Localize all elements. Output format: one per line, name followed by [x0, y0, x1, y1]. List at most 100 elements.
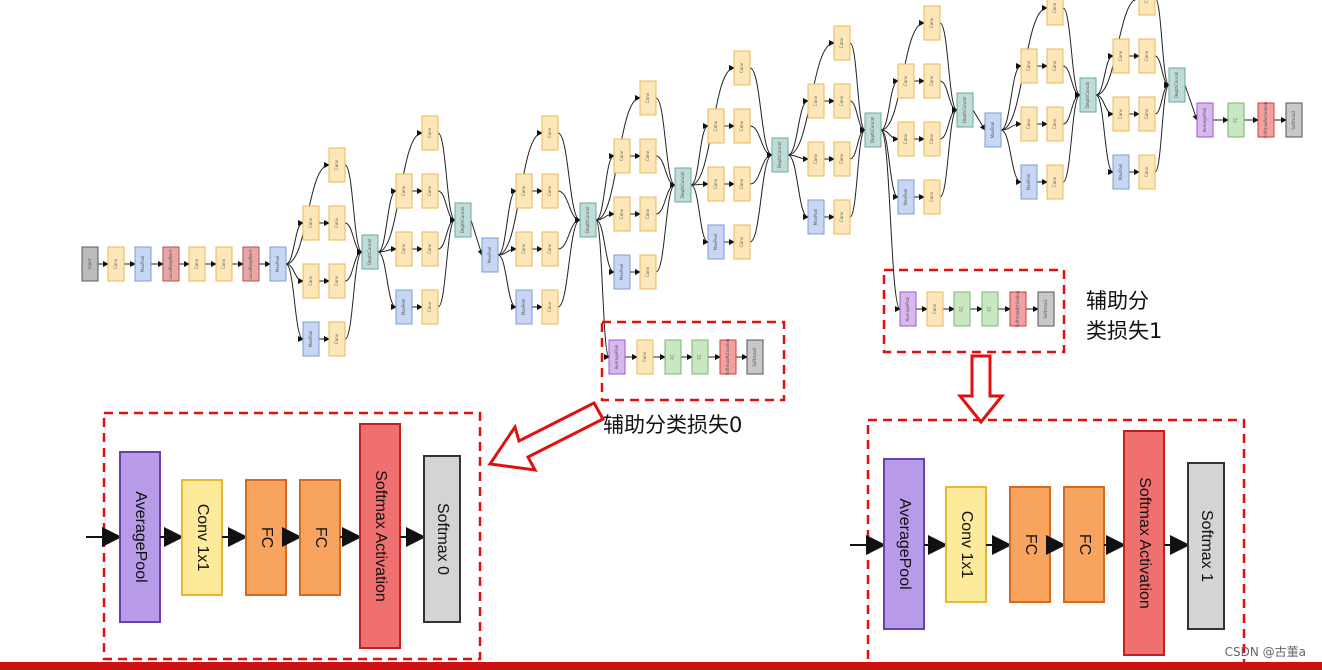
layer-label: DepthConcat [777, 141, 782, 168]
layer-conv: Conv [923, 179, 941, 215]
layer-conv: Conv [1020, 106, 1038, 142]
layer-label: Conv [547, 185, 552, 196]
layer-label: Conv [645, 266, 650, 277]
layer-label: Conv [619, 208, 624, 219]
watermark: CSDN @古董a [1224, 645, 1306, 659]
connection-edge [344, 249, 363, 340]
layer-label: Conv [427, 243, 432, 254]
connection-edge [377, 251, 397, 310]
detail-block-label: FC [1076, 534, 1093, 555]
layer-label: LocalRespNorm [168, 248, 173, 279]
layer-label: Conv [642, 351, 647, 362]
detail-block-label: FC [1022, 534, 1039, 555]
layer-label: MaxPool [990, 122, 995, 139]
layer-label: Conv [547, 301, 552, 312]
aux-loss-1-label: 辅助分 类损失1 [1086, 289, 1163, 343]
layer-conv: Conv [833, 25, 851, 61]
layer-label: MaxPool [308, 331, 313, 348]
layer-conv: Conv [515, 231, 533, 267]
detail-block-averagepool: AveragePool [119, 451, 161, 623]
layer-label: Conv [645, 92, 650, 103]
layer-pool: MaxPool [134, 246, 152, 282]
detail-block-softmax-1: Softmax 1 [1187, 462, 1225, 630]
connection-edge [749, 125, 773, 158]
layer-label: Softmax2 [1291, 110, 1296, 130]
layer-label: MaxPool [619, 264, 624, 281]
layer-label: Conv [1118, 108, 1123, 119]
layer-conv: Conv [302, 205, 320, 241]
connection-edge [437, 217, 456, 308]
layer-conv: Conv [733, 50, 751, 86]
layer-sm2: Softmax2 [1285, 102, 1303, 138]
connection-edge [1184, 84, 1199, 121]
detail-block-label: Softmax 0 [434, 503, 451, 575]
layer-norm: LocalRespNorm [242, 246, 260, 282]
layer-conv: Conv [833, 141, 851, 177]
layer-conv: Conv [107, 246, 125, 282]
layer-label: Conv [194, 258, 199, 269]
layer-conv: Conv [328, 321, 346, 357]
connection-edge [690, 123, 709, 186]
layer-label: MaxPool [401, 299, 406, 316]
layer-label: MaxPool [140, 256, 145, 273]
layer-label: DepthConcat [870, 116, 875, 143]
layer-label: DepthConcat [367, 238, 372, 265]
layer-label: Conv [401, 243, 406, 254]
layer-concat: DepthConcat [956, 92, 974, 128]
connection-edge [497, 254, 517, 310]
layer-label: Conv [427, 301, 432, 312]
layer-label: Conv [739, 178, 744, 189]
layer-label: Input [87, 258, 92, 269]
connection-edge [1000, 129, 1022, 185]
layer-label: Conv [1026, 118, 1031, 129]
layer-label: Conv [521, 243, 526, 254]
layer-conv: Conv [807, 141, 825, 177]
connection-edge [749, 152, 773, 243]
connection-edge [749, 152, 773, 185]
layer-conv: Conv [807, 83, 825, 119]
layer-sact: SoftmaxActivation [719, 338, 737, 375]
layer-label: DepthConcat [680, 171, 685, 198]
dashed-highlight-box-2 [102, 411, 482, 661]
layer-label: Conv [221, 258, 226, 269]
layer-sact: SoftmaxActivation [1009, 290, 1027, 327]
layer-conv: Conv [328, 147, 346, 183]
layer-label: AveragePool [1202, 108, 1207, 133]
layer-label: Conv [739, 236, 744, 247]
layer-conv: Conv [421, 173, 439, 209]
layer-pool: MaxPool [302, 321, 320, 357]
layer-conv: Conv [302, 263, 320, 299]
layer-concat: DepthConcat [1168, 67, 1186, 103]
connection-edge [377, 188, 397, 253]
detail-block-fc: FC [1063, 486, 1105, 603]
layer-fc: FC [1227, 102, 1245, 138]
layer-conv: Conv [541, 231, 559, 267]
layer-conv: Conv [215, 246, 233, 282]
layer-conv: Conv [541, 289, 559, 325]
layer-conv: Conv [707, 166, 725, 202]
detail-block-conv-1x1: Conv 1x1 [945, 486, 987, 603]
layer-label: Conv [334, 159, 339, 170]
detail-block-label: Conv 1x1 [958, 511, 975, 579]
layer-avg: AveragePool [608, 339, 626, 375]
layer-label: Conv [308, 275, 313, 286]
layer-concat: DepthConcat [1079, 77, 1097, 113]
layer-label: Conv [645, 208, 650, 219]
layer-label: Conv [1052, 2, 1057, 13]
layer-input: Input [81, 246, 99, 282]
layer-conv: Conv [421, 231, 439, 267]
connection-edge [1062, 92, 1081, 183]
layer-label: Conv [308, 217, 313, 228]
layer-pool: MaxPool [515, 289, 533, 325]
layer-label: Conv [903, 75, 908, 86]
layer-conv: Conv [833, 199, 851, 235]
layer-label: Conv [929, 75, 934, 86]
layer-label: Conv [1118, 50, 1123, 61]
layer-label: Softmax0 [752, 347, 757, 367]
layer-conv: Conv [1138, 96, 1156, 132]
connection-edge [690, 181, 709, 188]
layer-label: Conv [1052, 60, 1057, 71]
connection-edge [557, 217, 581, 308]
detail-block-label: Conv 1x1 [194, 504, 211, 572]
